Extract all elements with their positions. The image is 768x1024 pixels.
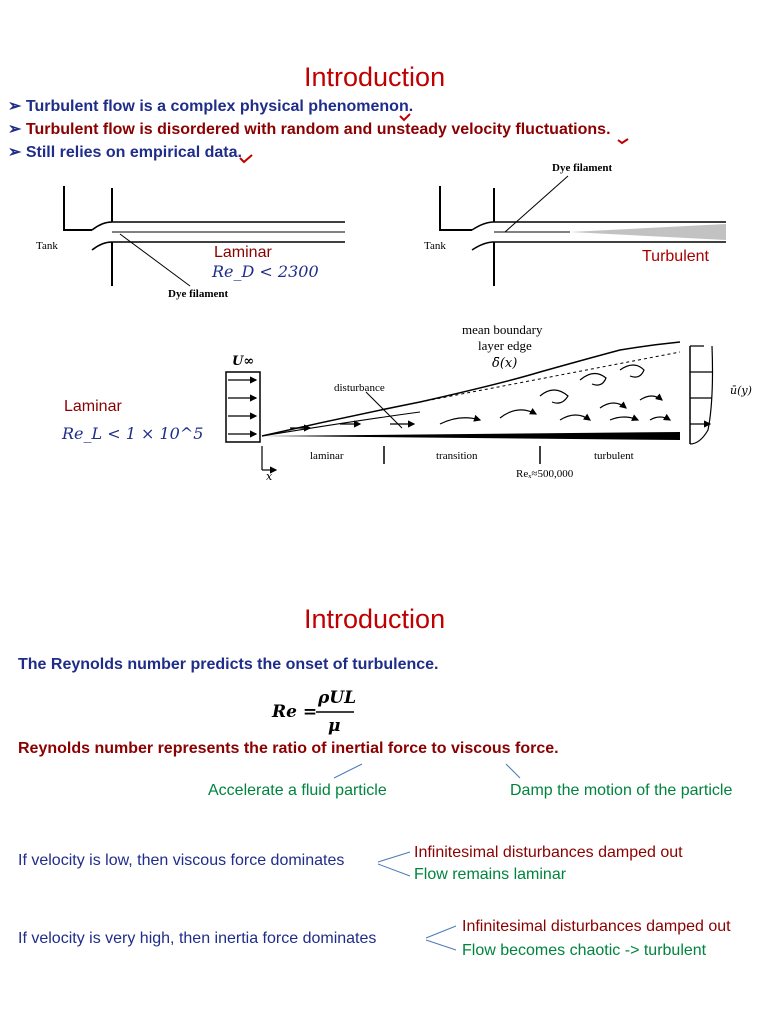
left-condition: Re_D < 2300 xyxy=(212,262,319,281)
plate-condition: Re_L < 1 × 10^5 xyxy=(62,424,204,443)
mean-edge-label-2: layer edge xyxy=(478,338,532,353)
low-outcome-b: Flow remains laminar xyxy=(414,866,567,883)
u-y-label: ū(y) xyxy=(730,384,752,397)
plate-regime-label: Laminar xyxy=(64,398,122,415)
branch-inertial: Accelerate a fluid particle xyxy=(208,782,387,799)
connector-lines xyxy=(333,763,521,951)
x-axis-label: x xyxy=(266,470,273,483)
u-inf-label: U∞ xyxy=(232,354,255,369)
bullet-2: ➢ Turbulent flow is disordered with rand… xyxy=(8,121,611,138)
delta-label: δ̄(x) xyxy=(492,356,518,371)
branch-viscous: Damp the motion of the particle xyxy=(510,782,733,799)
turbulent-zone-label: turbulent xyxy=(594,450,634,462)
right-tank-icon xyxy=(439,175,726,286)
low-outcome-a: Infinitesimal disturbances damped out xyxy=(414,844,683,861)
right-regime-label: Turbulent xyxy=(642,248,709,265)
boundary-layer-icon xyxy=(225,341,713,474)
left-regime-label: Laminar xyxy=(214,244,272,261)
left-tank-label: Tank xyxy=(36,240,58,252)
formula-numerator: ρUL xyxy=(318,688,357,708)
bullet-1: ➢ Turbulent flow is a complex physical p… xyxy=(8,98,414,115)
bullet-3: ➢ Still relies on empirical data. xyxy=(8,144,242,161)
low-velocity-statement: If velocity is low, then viscous force d… xyxy=(18,852,345,869)
left-tank-icon xyxy=(63,186,345,287)
right-dye-label: Dye filament xyxy=(552,162,613,174)
transition-zone-label: transition xyxy=(436,450,478,462)
re-x-label: Reₓ≈500,000 xyxy=(516,468,574,480)
arrow-bullet-icon: ➢ xyxy=(8,98,26,115)
slide1-title: Introduction xyxy=(304,62,446,92)
mean-edge-label: mean boundary xyxy=(462,322,543,337)
formula-lhs: Re = xyxy=(272,702,318,722)
high-outcome-a: Infinitesimal disturbances damped out xyxy=(462,918,731,935)
arrow-bullet-icon: ➢ xyxy=(8,121,26,138)
arrow-bullet-icon: ➢ xyxy=(8,144,26,161)
ratio-statement: Reynolds number represents the ratio of … xyxy=(18,740,559,757)
high-outcome-b: Flow becomes chaotic -> turbulent xyxy=(462,942,707,959)
formula-denominator: μ xyxy=(328,716,341,736)
high-velocity-statement: If velocity is very high, then inertia f… xyxy=(18,930,377,947)
onset-statement: The Reynolds number predicts the onset o… xyxy=(18,656,439,673)
right-tank-label: Tank xyxy=(424,240,446,252)
slide2-title: Introduction xyxy=(304,604,446,634)
left-dye-label: Dye filament xyxy=(168,288,229,300)
laminar-zone-label: laminar xyxy=(310,450,344,462)
disturbance-label: disturbance xyxy=(334,382,385,394)
